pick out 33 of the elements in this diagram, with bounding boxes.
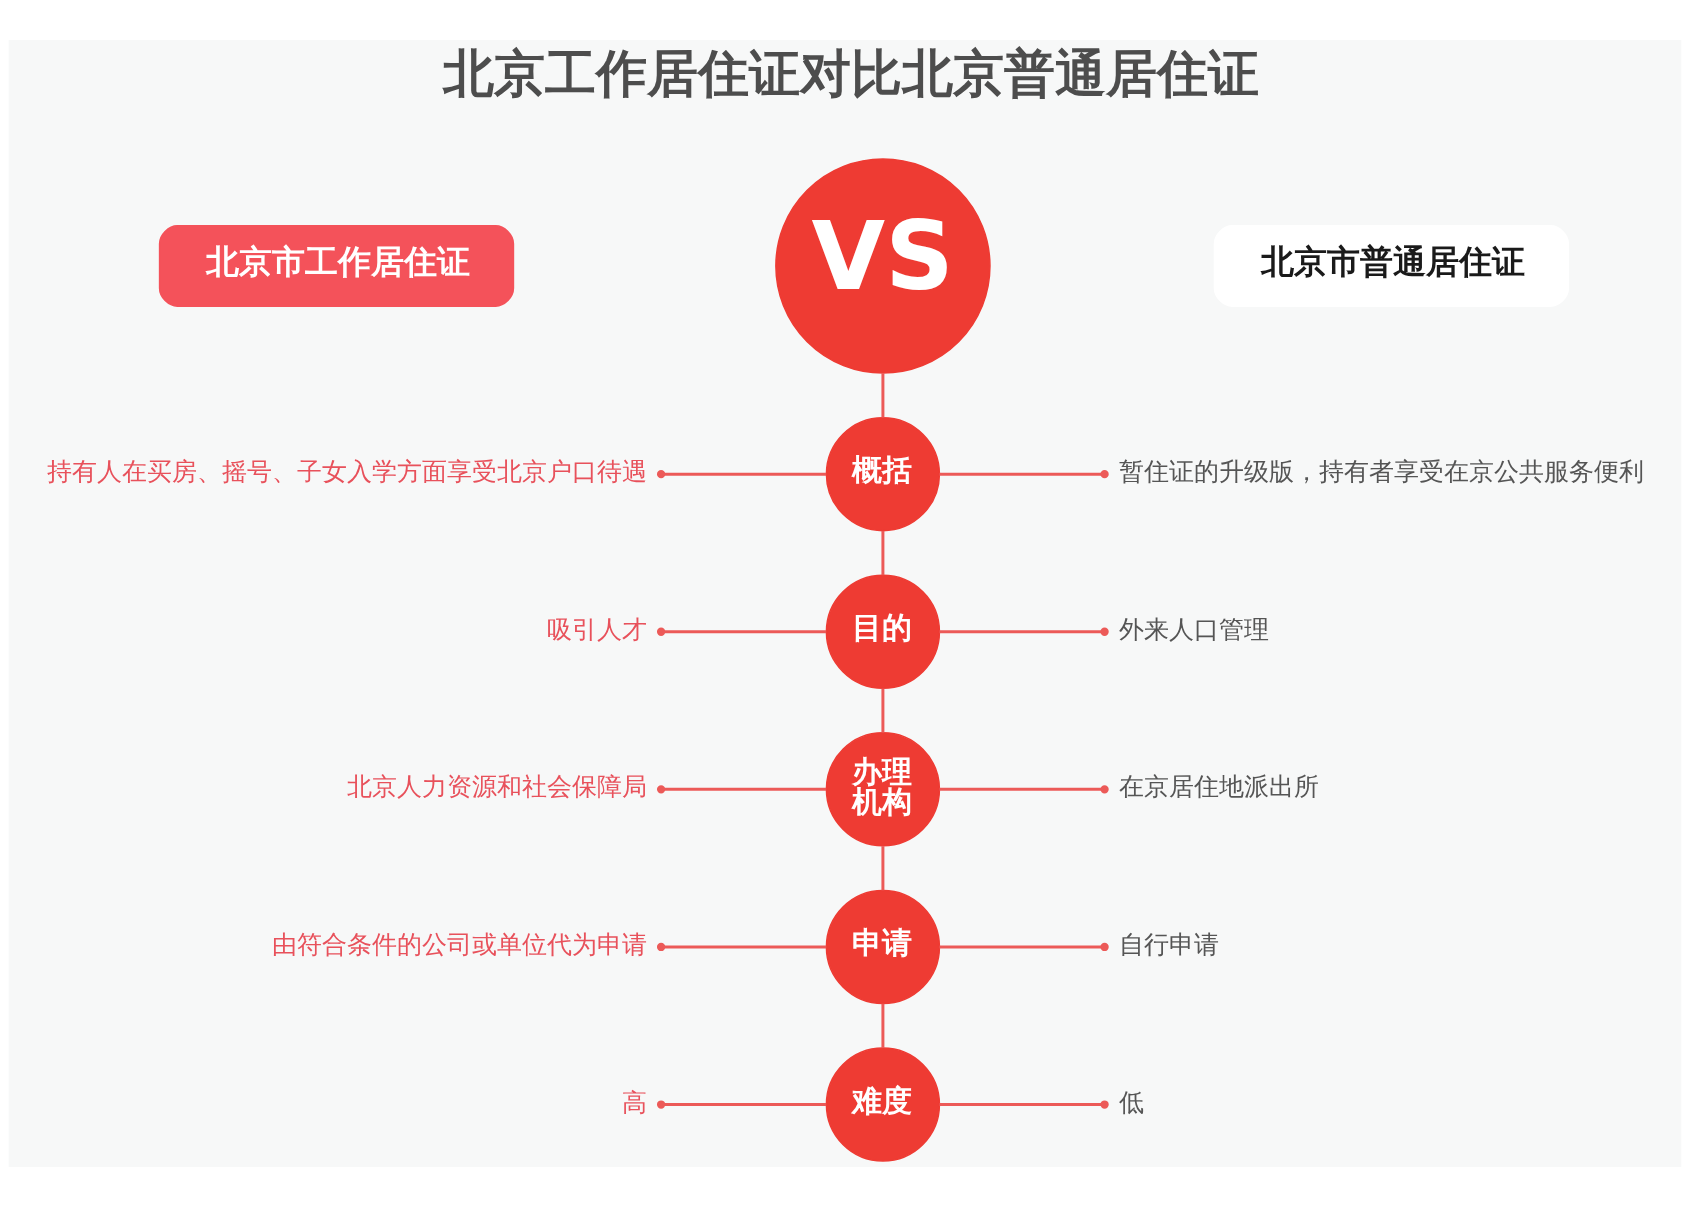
node-text: 高 <box>621 1087 647 1117</box>
node-text: 吸引人才 <box>546 614 647 644</box>
node-circle: VS <box>775 158 991 374</box>
connector <box>939 785 1109 794</box>
connector <box>939 627 1109 636</box>
connector <box>881 1003 885 1048</box>
node-text: 低 <box>1119 1087 1145 1117</box>
connector <box>881 530 885 576</box>
connector <box>656 785 827 794</box>
node-circle: 目的 <box>825 574 941 689</box>
connector <box>881 846 885 891</box>
node-text: 持有人在买房、摇号、子女入学方面享受北京户口待遇 <box>46 457 647 487</box>
connector <box>656 942 827 952</box>
connector <box>939 942 1109 952</box>
node-text: 暂住证的升级版，持有者享受在京公共服务便利 <box>1119 457 1645 487</box>
connector <box>939 470 1109 479</box>
connector <box>656 1100 827 1109</box>
node-circle: 申请 <box>825 889 941 1005</box>
node-circle: 概括 <box>825 416 941 532</box>
connector <box>656 470 827 479</box>
connector <box>939 1100 1109 1109</box>
node-box: 北京市工作居住证 <box>158 225 515 307</box>
node-text: 由符合条件的公司或单位代为申请 <box>271 930 647 960</box>
node-text: 北京人力资源和社会保障局 <box>346 772 647 802</box>
node-circle: 办理机构 <box>825 732 941 847</box>
node-text: 外来人口管理 <box>1119 614 1270 644</box>
connector <box>656 627 827 636</box>
connector <box>881 373 885 418</box>
node-text: 自行申请 <box>1119 930 1220 960</box>
node-circle: 难度 <box>825 1047 941 1162</box>
node-text: 在京居住地派出所 <box>1119 772 1320 802</box>
connector <box>881 688 885 733</box>
diagram-title: 北京工作居住证对比北京普通居住证 <box>442 43 1259 103</box>
